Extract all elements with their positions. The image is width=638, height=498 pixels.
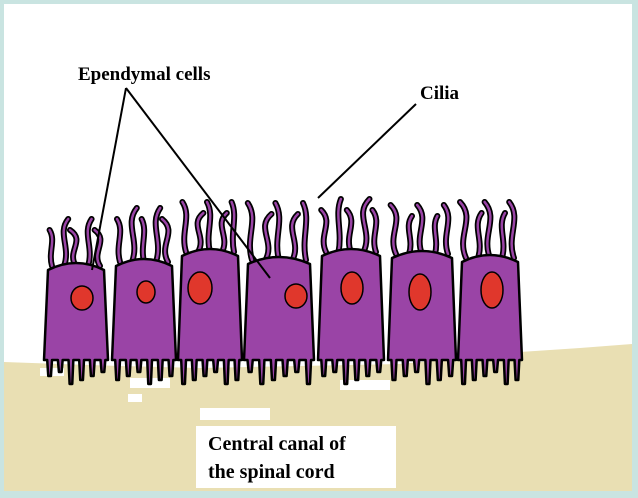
cell-cilia (318, 196, 380, 255)
cell-cilia (387, 202, 452, 257)
cell-cilia (457, 199, 518, 261)
cell-body (316, 247, 386, 386)
cilium (115, 217, 122, 264)
ependymal-cell-layer (42, 196, 524, 386)
cell-body (110, 257, 178, 386)
cilium (93, 228, 102, 268)
cilium (301, 201, 308, 262)
ependymal-cell (42, 216, 110, 386)
cilium (290, 212, 300, 262)
cilium (337, 197, 343, 254)
ependymal-cell (110, 205, 178, 386)
cilium (160, 217, 170, 264)
cilium (62, 217, 70, 268)
cell-cilia (244, 200, 310, 263)
pointer-line-cilia (317, 103, 417, 199)
cell-cilia (46, 216, 104, 269)
cell-cilia (179, 199, 238, 255)
cilium (407, 214, 414, 256)
cilium (507, 200, 516, 260)
cilium (483, 200, 492, 260)
cilium (130, 206, 139, 264)
cell-nucleus (408, 273, 432, 311)
cell-nucleus (187, 271, 213, 305)
cell-nucleus (480, 271, 504, 309)
cell-nucleus (70, 285, 94, 311)
cilium (230, 200, 236, 254)
cilium (433, 214, 439, 256)
ependymal-cell (456, 199, 524, 386)
label-cilia: Cilia (420, 83, 460, 104)
label-central-canal-line2: the spinal cord (208, 461, 335, 483)
cell-body (386, 249, 458, 386)
cilium (415, 203, 424, 256)
cilium (181, 200, 188, 254)
cell-nucleus (340, 271, 364, 305)
cilium (48, 228, 54, 268)
cilium (458, 200, 468, 260)
pointer-line-ependymal-left (91, 87, 127, 271)
cilium (263, 212, 273, 262)
ependymal-cell (176, 199, 244, 386)
cell-body (456, 253, 524, 386)
cilium (371, 208, 378, 254)
ependymal-cell (242, 200, 316, 386)
cilium (205, 200, 212, 254)
ependymal-cell (316, 196, 386, 386)
cilium (319, 208, 328, 254)
label-central-canal-line1: Central canal of (208, 433, 346, 455)
label-pointer-lines (91, 87, 417, 279)
tissue-highlights (40, 368, 396, 488)
cilium (442, 203, 450, 256)
cilium (274, 201, 281, 262)
cilium (476, 211, 483, 260)
cilium (500, 211, 507, 260)
cilium (86, 217, 93, 268)
cilium (154, 206, 162, 264)
cilium (220, 211, 229, 254)
ependymal-cell (386, 202, 458, 386)
pointer-line-ependymal-right (125, 87, 271, 279)
label-ependymal-cells: Ependymal cells (78, 64, 210, 85)
cell-nucleus (284, 283, 308, 309)
cilium (361, 197, 371, 254)
cilium (389, 203, 398, 256)
cell-nucleus (136, 280, 156, 304)
cilium (196, 211, 205, 254)
